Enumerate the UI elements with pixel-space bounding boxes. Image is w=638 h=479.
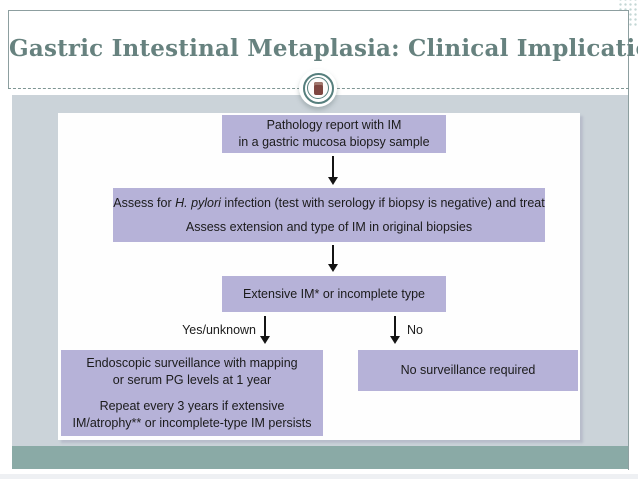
node-text-line: Extensive IM* or incomplete type: [242, 286, 426, 301]
medallion-outer-ring: [302, 72, 334, 104]
node-text-line: IM/atrophy** or incomplete-type IM persi…: [72, 415, 312, 430]
bottom-accent-bar: [12, 446, 628, 469]
node-text-line: Repeat every 3 years if extensive: [99, 398, 285, 413]
node-no-surveillance: No surveillance required: [358, 350, 578, 391]
page-title: Gastric Intestinal Metaplasia: Clinical …: [9, 35, 638, 62]
text-segment: infection (test with serology if biopsy …: [220, 196, 545, 210]
medallion-inner-ring: [307, 77, 329, 99]
right-border-line: [628, 88, 629, 470]
node-extensive-im: Extensive IM* or incomplete type: [222, 276, 446, 312]
arrow-down-icon: [328, 245, 338, 272]
node-text-line: Assess for H. pylori infection (test wit…: [113, 191, 544, 215]
node-assess-infection: Assess for H. pylori infection (test wit…: [113, 188, 545, 242]
node-text-line: Endoscopic surveillance with mapping: [86, 355, 298, 370]
arrow-down-icon: [328, 156, 338, 185]
arrow-down-icon: [260, 316, 270, 344]
branch-label-yes: Yes/unknown: [182, 323, 256, 337]
node-text-line: or serum PG levels at 1 year: [112, 372, 272, 387]
title-frame: Gastric Intestinal Metaplasia: Clinical …: [8, 10, 638, 89]
node-endoscopic-surveillance: Endoscopic surveillance with mapping or …: [61, 350, 323, 436]
text-segment: Assess for: [113, 196, 176, 210]
node-text-line: in a gastric mucosa biopsy sample: [238, 135, 430, 149]
flowchart-panel: Pathology report with IM in a gastric mu…: [58, 113, 580, 440]
node-paragraph: Repeat every 3 years if extensive IM/atr…: [73, 398, 312, 432]
node-text-line: Pathology report with IM: [266, 118, 402, 132]
node-text-line: No surveillance required: [400, 363, 536, 377]
node-paragraph: Endoscopic surveillance with mapping or …: [86, 355, 297, 389]
medallion-ornament: [299, 69, 337, 107]
arrow-down-icon: [390, 316, 400, 344]
italic-text-segment: H. pylori: [175, 196, 221, 210]
picture-icon: [313, 81, 323, 95]
branch-label-no: No: [407, 323, 423, 337]
node-text-line: Assess extension and type of IM in origi…: [185, 220, 473, 234]
bottom-strip: [0, 474, 638, 479]
node-pathology-report: Pathology report with IM in a gastric mu…: [222, 115, 446, 153]
